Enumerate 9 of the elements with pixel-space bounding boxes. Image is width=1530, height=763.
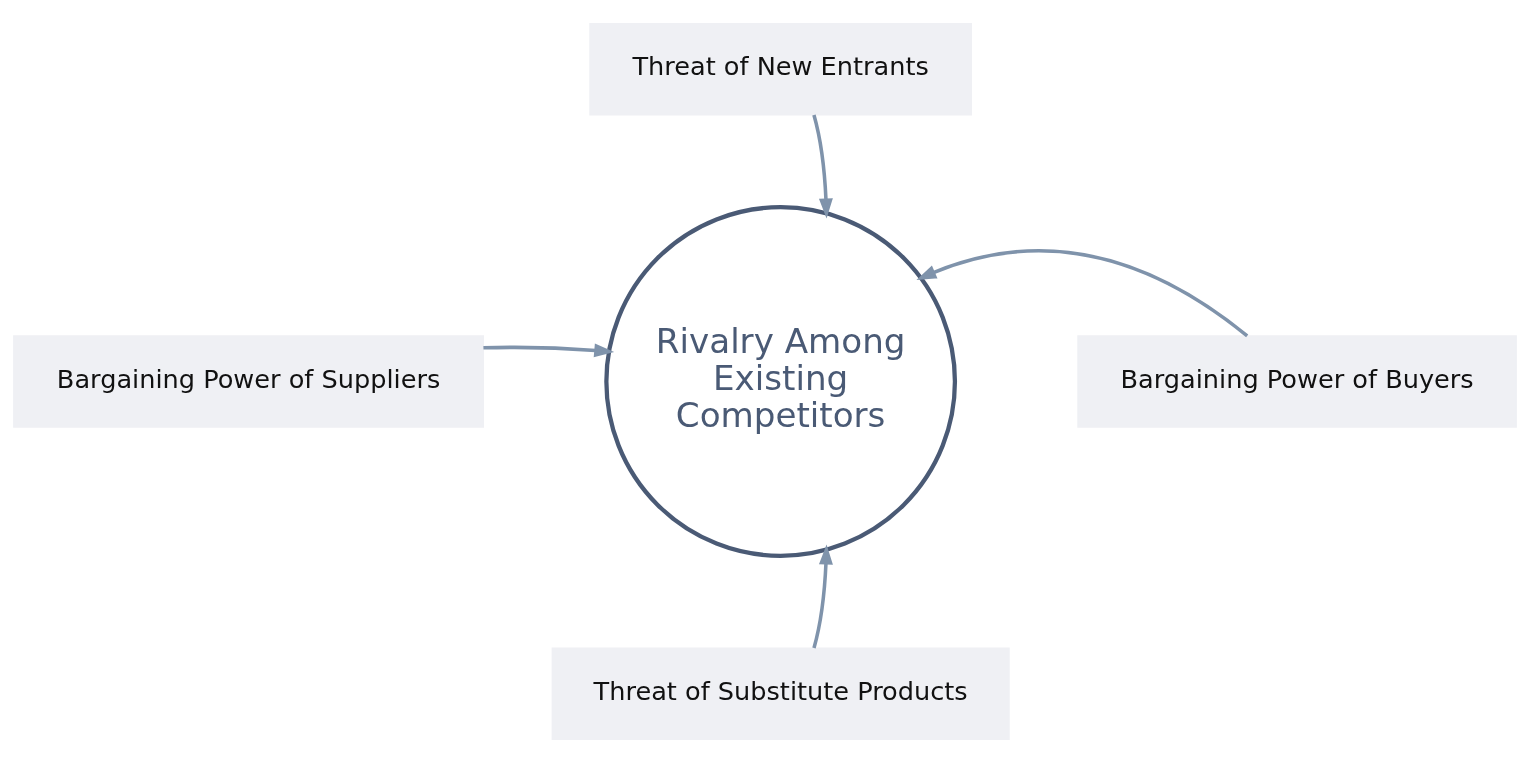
node-box: Threat of Substitute Products [551, 647, 1010, 740]
arrow [483, 343, 615, 358]
arrow [916, 249, 1249, 338]
node-box: Bargaining Power of Buyers [1077, 335, 1517, 428]
node-box: Bargaining Power of Suppliers [13, 335, 484, 428]
arrow [812, 544, 833, 649]
node-circle: Rivalry Among Existing Competitors [604, 205, 958, 558]
arrow [812, 114, 833, 219]
node-box: Threat of New Entrants [589, 23, 972, 116]
